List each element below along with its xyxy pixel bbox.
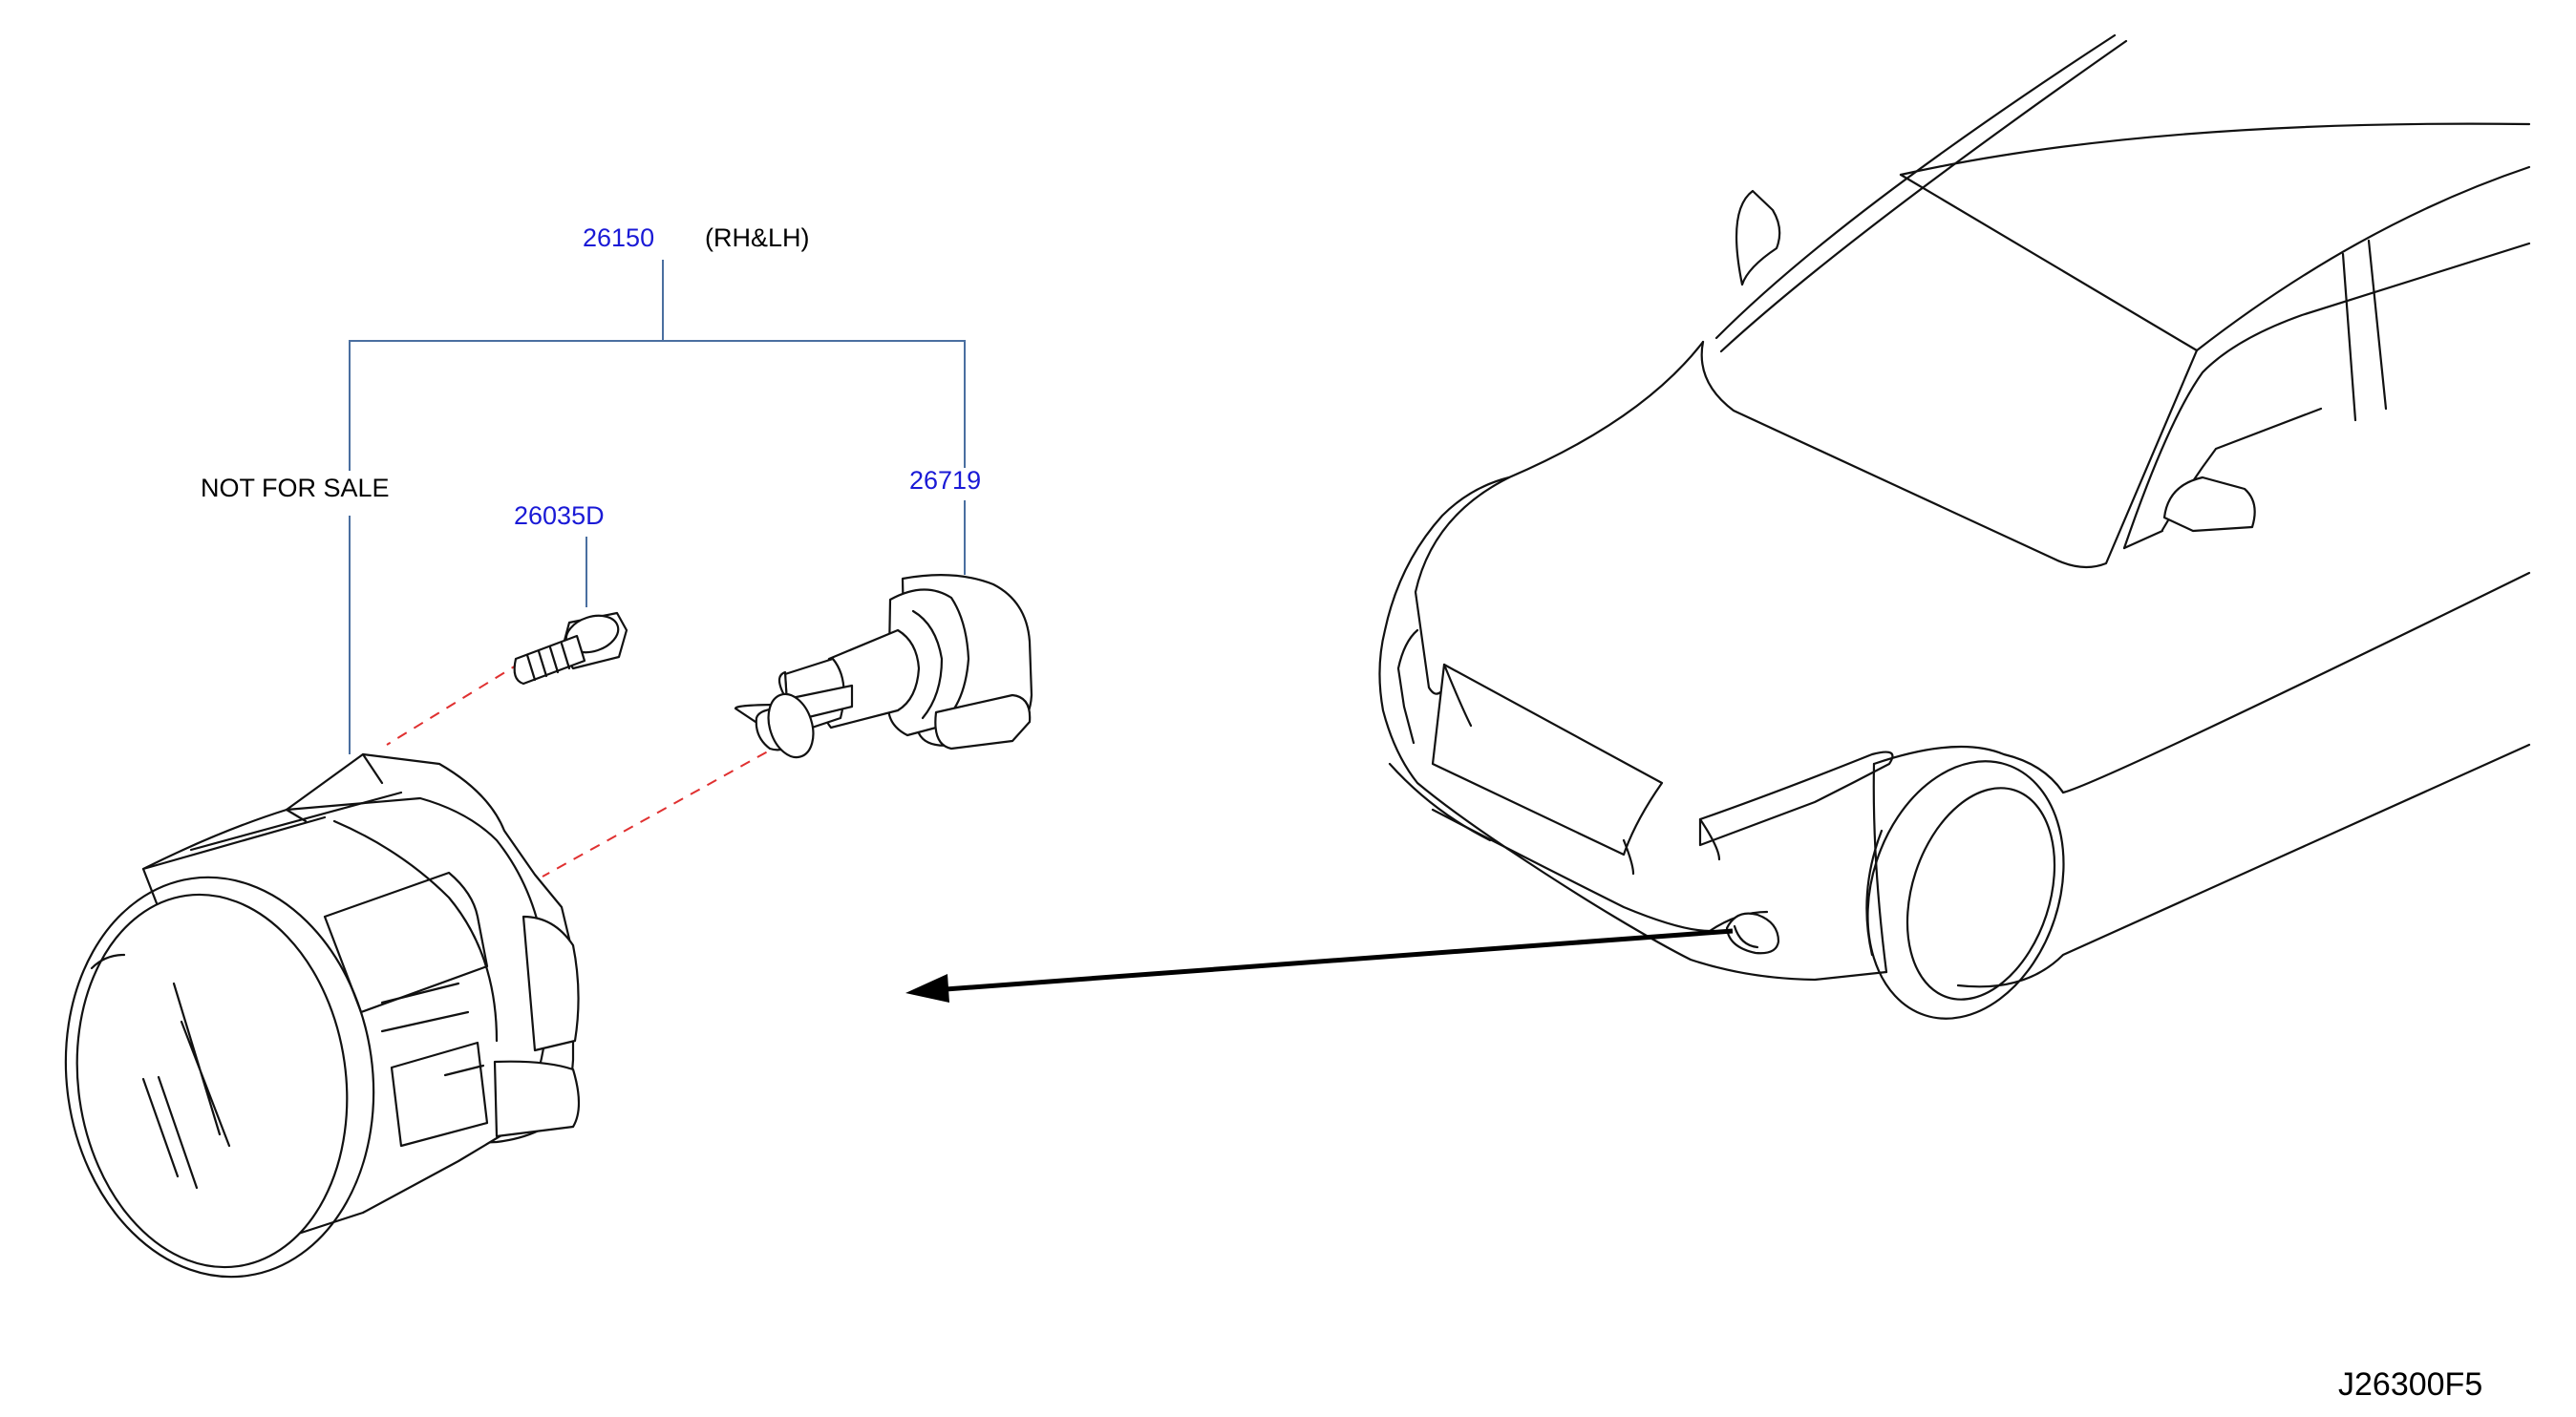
assembly-part-number[interactable]: 26150 [583, 223, 654, 252]
screw-part-number[interactable]: 26035D [514, 501, 605, 530]
assembly-side-note: (RH&LH) [705, 223, 810, 252]
diagram-reference-code: J26300F5 [2338, 1366, 2482, 1403]
vehicle-front-drawing [1378, 33, 2531, 1020]
not-for-sale-label: NOT FOR SALE [201, 474, 390, 502]
leader-lines [349, 260, 966, 754]
bulb-part-number[interactable]: 26719 [909, 466, 981, 495]
alignment-dashes [386, 662, 784, 878]
fog-lamp-housing-drawing [64, 752, 581, 1279]
screw-drawing [513, 611, 628, 686]
location-arrow [905, 928, 1734, 1003]
bulb-drawing [734, 574, 1033, 759]
